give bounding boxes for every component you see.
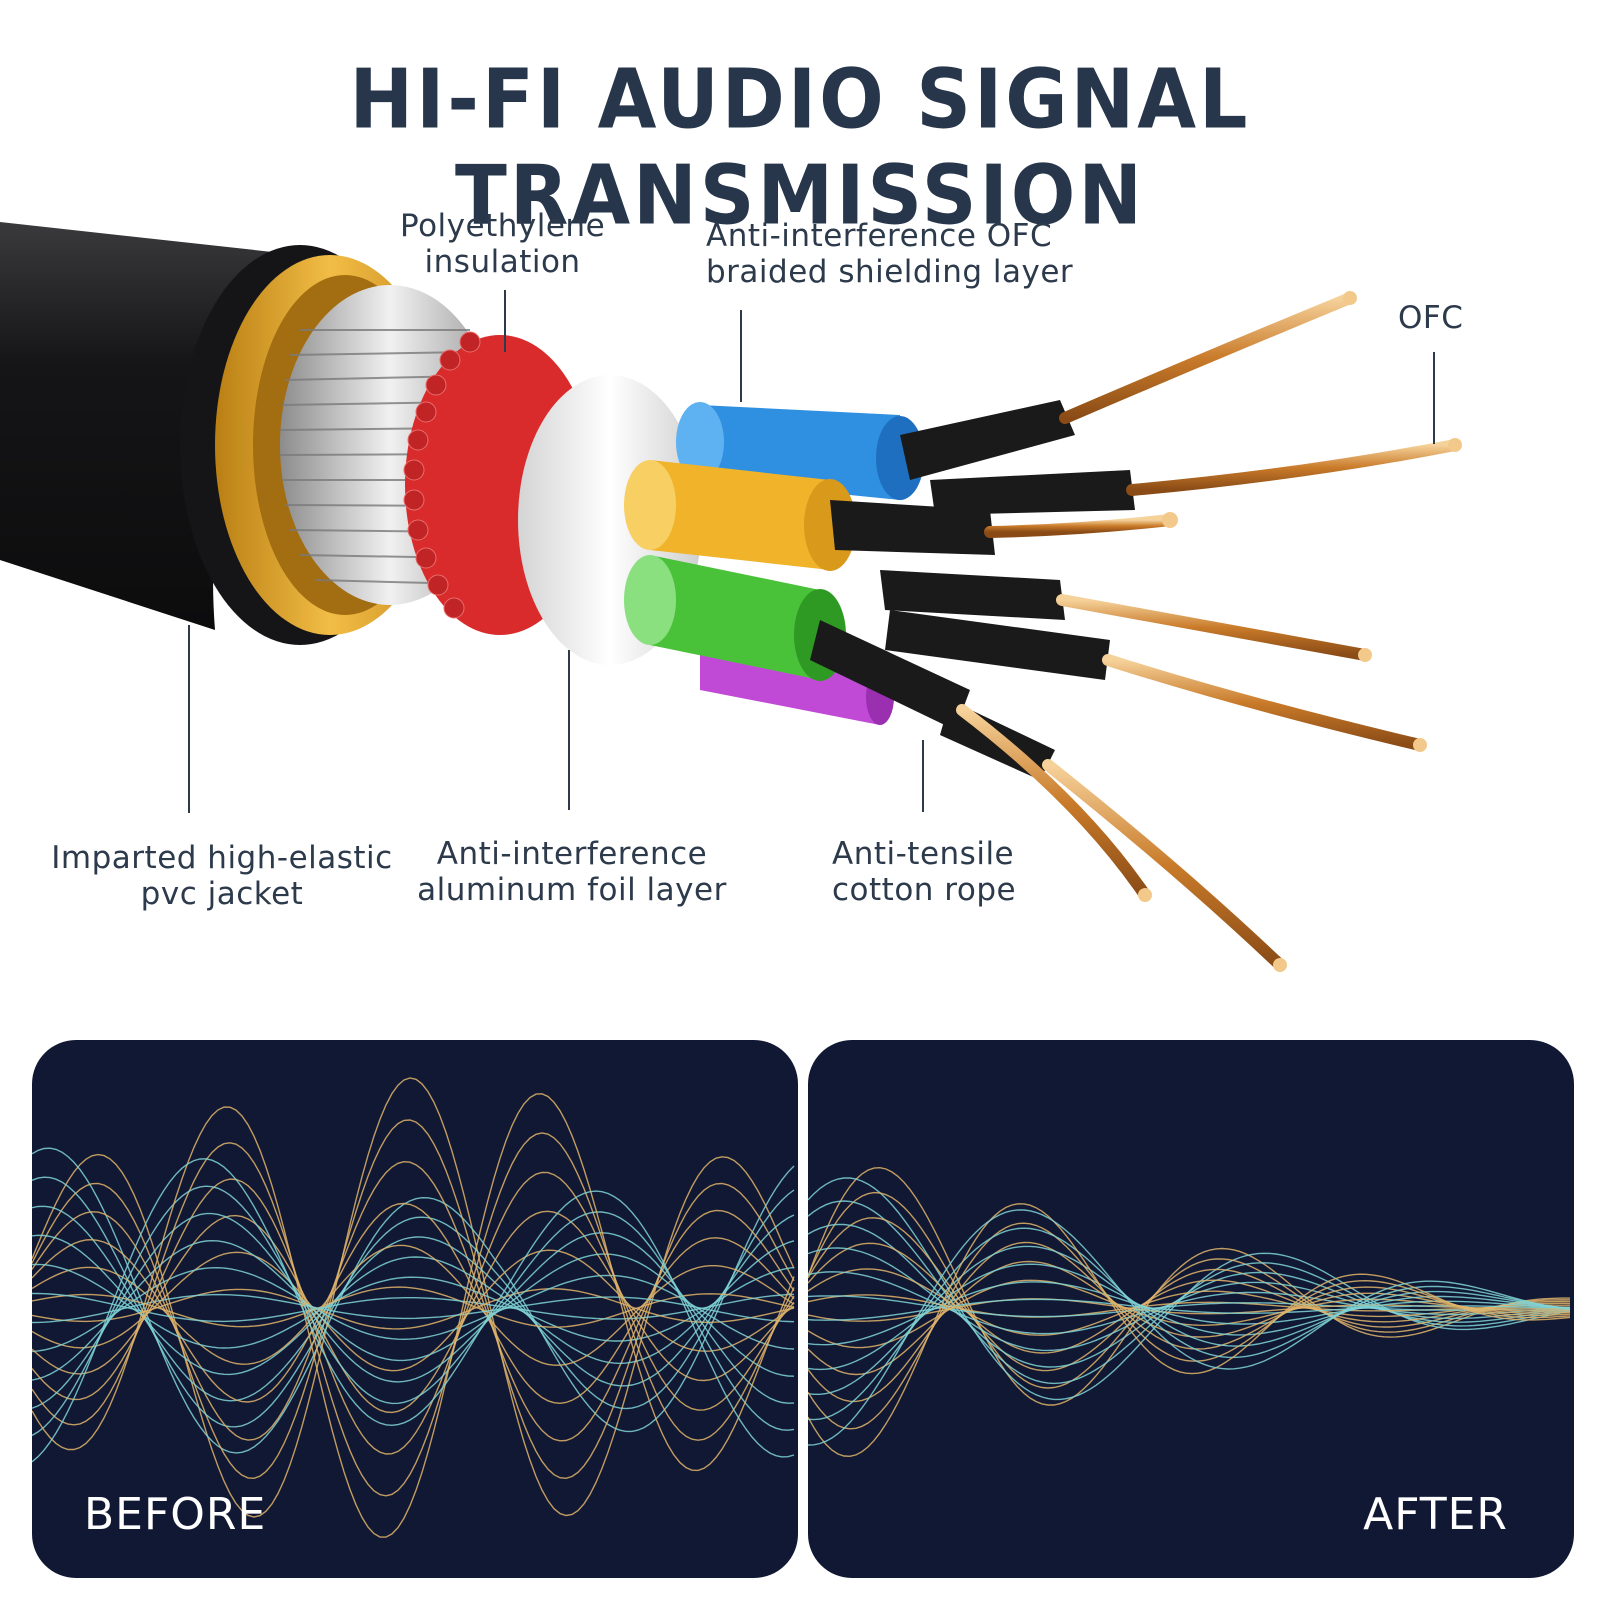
page-title: HI-FI AUDIO SIGNAL TRANSMISSION <box>349 50 1251 244</box>
teal-wave-line <box>32 1292 795 1323</box>
green-core <box>624 555 846 681</box>
teal-wave-line <box>808 1247 1571 1352</box>
label-braided-shield: Anti-interference OFC braided shielding … <box>706 218 1074 290</box>
gold-wave-line <box>32 1249 795 1372</box>
gold-wave-line <box>808 1242 1571 1354</box>
teal-wave-line <box>808 1209 1571 1446</box>
teal-wave-line <box>32 1239 795 1381</box>
before-label: BEFORE <box>84 1489 267 1540</box>
teal-wave-line <box>32 1176 795 1428</box>
gold-wave-line <box>808 1279 1571 1349</box>
gold-wave-line <box>32 1119 795 1480</box>
gold-wave-line <box>808 1203 1571 1458</box>
gold-wave-line <box>32 1132 795 1497</box>
gold-wave-line <box>32 1093 795 1538</box>
label-aluminum-foil: Anti-interference aluminum foil layer <box>417 836 727 908</box>
teal-wave-line <box>808 1227 1571 1421</box>
cable-cross-section-diagram <box>0 180 1600 1020</box>
leader-aluminum-foil <box>568 650 570 810</box>
teal-wave-line <box>32 1185 795 1437</box>
teal-wave-line <box>808 1245 1571 1395</box>
teal-wave-line <box>32 1266 795 1353</box>
teal-wave-line <box>808 1263 1571 1371</box>
gold-wave-line <box>808 1268 1570 1336</box>
teal-wave-line <box>32 1234 795 1376</box>
teal-wave-line <box>32 1263 795 1349</box>
teal-wave-line <box>808 1200 1571 1385</box>
gold-wave-line <box>808 1294 1570 1318</box>
teal-wave-line <box>808 1177 1571 1401</box>
gold-wave-line <box>32 1171 795 1455</box>
after-waveform <box>808 1166 1571 1458</box>
leader-braided-shield <box>740 310 742 402</box>
before-waveform <box>32 1077 795 1538</box>
label-pvc-jacket: Imparted high-elastic pvc jacket <box>51 840 393 912</box>
gold-wave-line <box>32 1244 795 1366</box>
label-cotton-rope: Anti-tensile cotton rope <box>832 836 1017 908</box>
teal-wave-line <box>32 1212 795 1409</box>
teal-wave-line <box>32 1293 795 1324</box>
gold-wave-line <box>32 1210 795 1414</box>
ofc-conductors <box>956 292 1461 971</box>
gold-wave-line <box>808 1166 1570 1406</box>
cable-illustration <box>0 222 1462 972</box>
leader-polyethylene <box>504 290 506 352</box>
gold-wave-line <box>32 1288 795 1330</box>
gold-wave-line <box>32 1286 795 1328</box>
label-polyethylene: Polyethylene insulation <box>400 208 606 280</box>
gold-wave-line <box>808 1191 1570 1389</box>
before-panel: BEFORE <box>32 1040 798 1578</box>
after-panel: AFTER <box>808 1040 1574 1578</box>
label-ofc: OFC <box>1398 300 1464 336</box>
teal-wave-line <box>32 1147 795 1454</box>
leader-pvc-jacket <box>188 625 190 813</box>
teal-wave-line <box>32 1205 795 1402</box>
after-label: AFTER <box>1363 1489 1508 1540</box>
leader-cotton-rope <box>922 740 924 812</box>
leader-ofc <box>1433 352 1435 444</box>
gold-wave-line <box>32 1160 795 1442</box>
teal-wave-line <box>32 1158 795 1463</box>
gold-wave-line <box>808 1298 1570 1322</box>
